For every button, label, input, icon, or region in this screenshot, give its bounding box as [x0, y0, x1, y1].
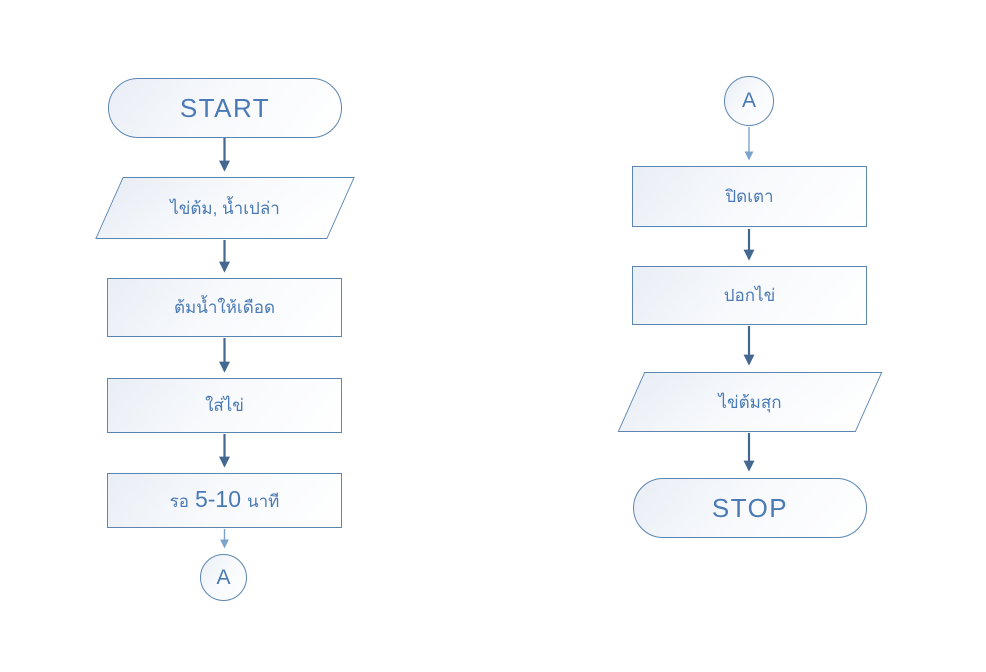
wait-label: รอ 5-10 นาที	[170, 486, 280, 515]
process-box-wait: รอ 5-10 นาที	[107, 473, 342, 528]
process-box-peel-egg: ปอกไข่	[632, 266, 867, 325]
wait-minutes-value: 5-10	[194, 486, 241, 512]
process-label: ใส่ไข่	[205, 396, 244, 415]
process-box-boil-water: ต้มน้ำให้เดือด	[107, 278, 342, 337]
input-parallelogram: ไข่ต้ม, น้ำเปล่า	[95, 177, 355, 239]
connector-a-right: A	[724, 76, 774, 126]
stop-label: STOP	[711, 492, 789, 523]
connector-a-label: A	[741, 89, 756, 112]
start-terminator: START	[108, 78, 342, 138]
process-label: ปอกไข่	[723, 286, 776, 305]
wait-suffix: นาที	[247, 492, 280, 511]
input-label: ไข่ต้ม, น้ำเปล่า	[170, 198, 280, 218]
process-label: ต้มน้ำให้เดือด	[173, 298, 276, 317]
wait-prefix: รอ	[169, 492, 189, 511]
start-label: START	[179, 92, 271, 123]
stop-terminator: STOP	[633, 478, 867, 538]
output-parallelogram: ไข่ต้มสุก	[617, 372, 883, 432]
process-box-turn-off-stove: ปิดเตา	[632, 166, 867, 227]
process-label: ปิดเตา	[725, 187, 774, 206]
output-label: ไข่ต้มสุก	[718, 392, 782, 412]
process-box-add-egg: ใส่ไข่	[107, 378, 342, 433]
connector-a-left: A	[200, 554, 247, 601]
connector-a-label: A	[216, 565, 231, 589]
